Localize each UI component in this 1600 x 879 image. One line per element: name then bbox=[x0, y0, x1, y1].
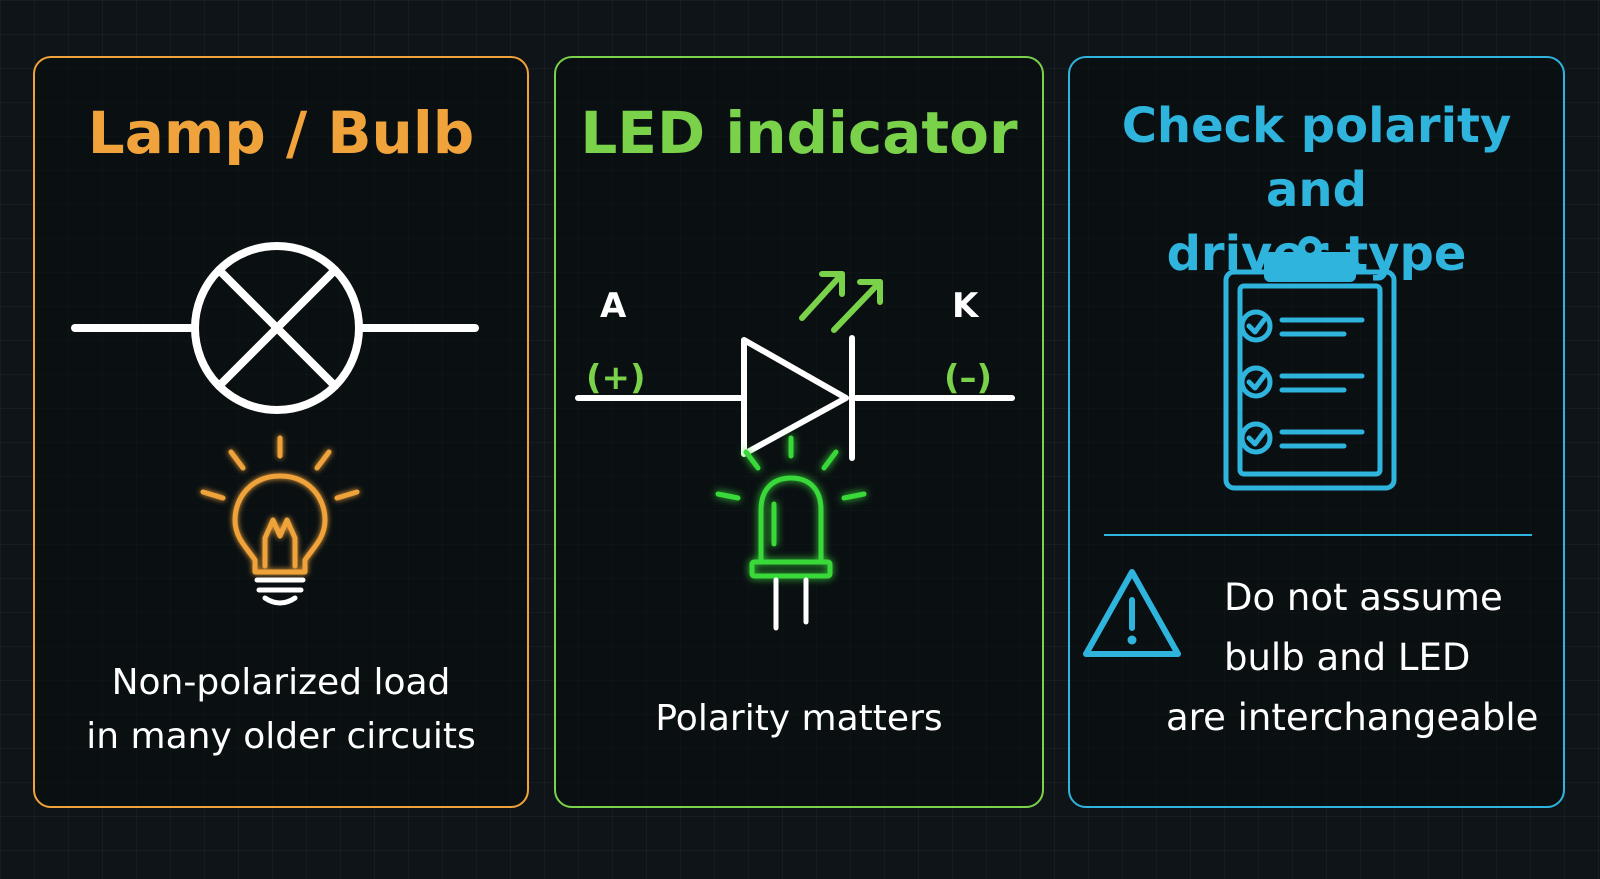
warning-triangle-icon bbox=[1083, 569, 1181, 657]
warning-line-2: bulb and LED bbox=[1224, 636, 1471, 679]
clipboard-checklist-icon bbox=[1223, 236, 1397, 491]
lamp-caption-line-1: Non-polarized load bbox=[111, 662, 451, 703]
anode-sign: (+) bbox=[586, 358, 646, 398]
lamp-title: Lamp / Bulb bbox=[87, 99, 475, 167]
lamp-symbol-icon bbox=[71, 242, 479, 414]
lamp-caption: Non-polarized load in many older circuit… bbox=[35, 656, 527, 764]
led-title: LED indicator bbox=[580, 99, 1018, 167]
cathode-sign: (–) bbox=[944, 358, 993, 398]
check-divider bbox=[1104, 534, 1532, 536]
led-panel: LED indicator A (+) K (–) bbox=[554, 56, 1044, 808]
anode-label: A bbox=[600, 286, 627, 326]
led-component-icon bbox=[715, 435, 867, 631]
lamp-panel: Lamp / Bulb bbox=[33, 56, 529, 808]
lamp-caption-line-2: in many older circuits bbox=[86, 716, 476, 757]
led-caption: Polarity matters bbox=[556, 692, 1042, 746]
warning-line-1: Do not assume bbox=[1224, 576, 1503, 619]
warning-text: Do not assume bulb and LED are interchan… bbox=[1166, 568, 1566, 748]
warning-line-3: are interchangeable bbox=[1166, 696, 1539, 739]
cathode-label: K bbox=[952, 286, 979, 326]
led-caption-line-1: Polarity matters bbox=[655, 698, 943, 739]
check-panel: Check polarity and driver type bbox=[1068, 56, 1565, 808]
lightbulb-icon bbox=[200, 435, 360, 606]
led-diode-symbol-icon bbox=[575, 271, 1015, 461]
check-title-line-1: Check polarity and bbox=[1121, 98, 1512, 218]
